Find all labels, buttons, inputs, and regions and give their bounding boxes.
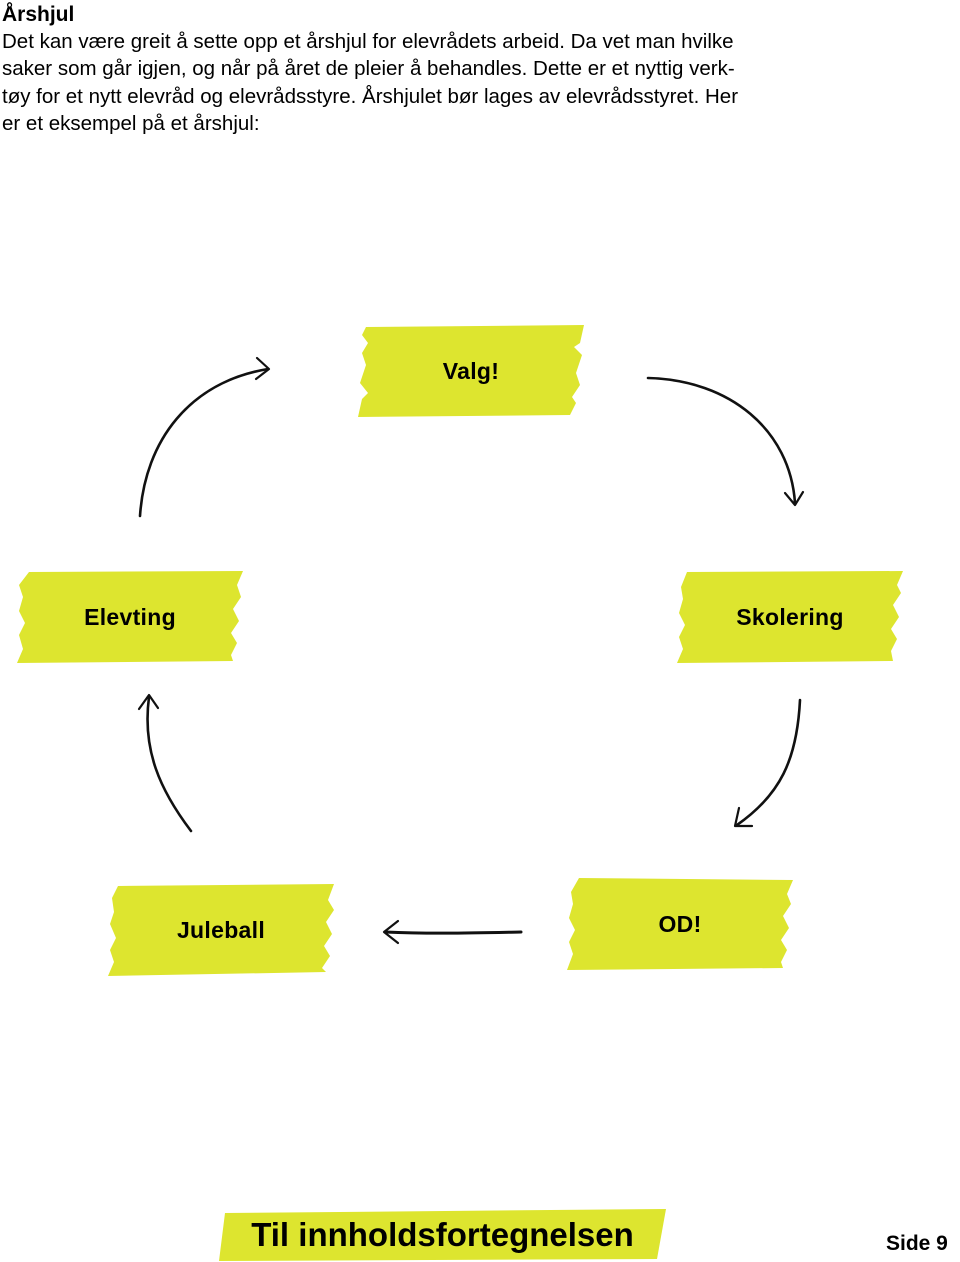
wheel-label-valg: Valg! [442, 357, 500, 384]
wheel-item-skolering: Skolering [677, 571, 903, 663]
wheel-label-juleball: Juleball [176, 916, 266, 943]
intro-line: tøy for et nytt elevråd og elevrådsstyre… [2, 84, 739, 108]
intro-line: saker som går igjen, og når på året de p… [2, 57, 735, 81]
arrow-skolering-to-od [735, 698, 802, 827]
wheel-label-od: OD! [658, 910, 702, 937]
wheel-item-valg: Valg! [358, 325, 584, 417]
wheel-label-skolering: Skolering [736, 603, 844, 630]
intro-line: Det kan være greit å sette opp et årshju… [2, 30, 734, 53]
arrow-od-to-juleball [383, 930, 523, 935]
wheel-item-elevting: Elevting [17, 571, 243, 663]
table-of-contents-label: Til innholdsfortegnelsen [251, 1216, 634, 1253]
page-heading: Årshjul [2, 3, 75, 26]
intro-paragraph: Det kan være greit å sette opp et årshju… [2, 28, 907, 137]
wheel-label-elevting: Elevting [84, 603, 176, 630]
tape-highlight [108, 884, 334, 976]
page-number: Side 9 [886, 1232, 948, 1255]
intro-line: er et eksempel på et årshjul: [2, 111, 260, 135]
tape-highlight [567, 878, 793, 970]
tape-highlight [677, 571, 903, 663]
tape-highlight [219, 1209, 666, 1261]
wheel-item-od: OD! [567, 878, 793, 970]
arrow-juleball-to-elevting [146, 695, 193, 833]
arrowhead-elevting-to-valg [254, 356, 271, 381]
tape-highlight [358, 325, 584, 417]
arrowhead-skolering-to-od [733, 806, 754, 828]
arrow-valg-to-skolering [646, 376, 797, 505]
arrowhead-valg-to-skolering [783, 490, 805, 507]
table-of-contents-link[interactable]: Til innholdsfortegnelsen [219, 1209, 666, 1261]
arrowhead-juleball-to-elevting [137, 693, 160, 711]
arrowhead-od-to-juleball [382, 919, 400, 945]
arrow-elevting-to-valg [138, 367, 270, 518]
wheel-item-juleball: Juleball [108, 884, 334, 976]
tape-highlight [17, 571, 243, 663]
